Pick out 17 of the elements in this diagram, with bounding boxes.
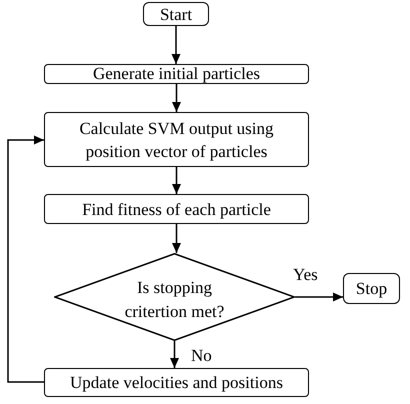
arrow (172, 167, 181, 194)
arrow (295, 292, 343, 302)
arrow (172, 84, 181, 112)
process-box: Generate initial particles (44, 64, 309, 84)
arrow (7, 136, 44, 383)
edge-label: Yes (292, 266, 319, 283)
terminal-box: Stop (343, 273, 400, 304)
arrow (170, 341, 179, 368)
edge-label: No (190, 347, 213, 364)
arrow (172, 26, 180, 64)
process-box: Update velocities and positions (44, 368, 309, 397)
arrow (172, 224, 181, 253)
decision-diamond (54, 253, 295, 341)
decision-text: Is stopping critertion met? (124, 277, 226, 323)
process-box: Calculate SVM output using position vector of particles (44, 112, 309, 167)
process-box: Find fitness of each particle (44, 194, 309, 224)
terminal-box: Start (143, 2, 209, 26)
